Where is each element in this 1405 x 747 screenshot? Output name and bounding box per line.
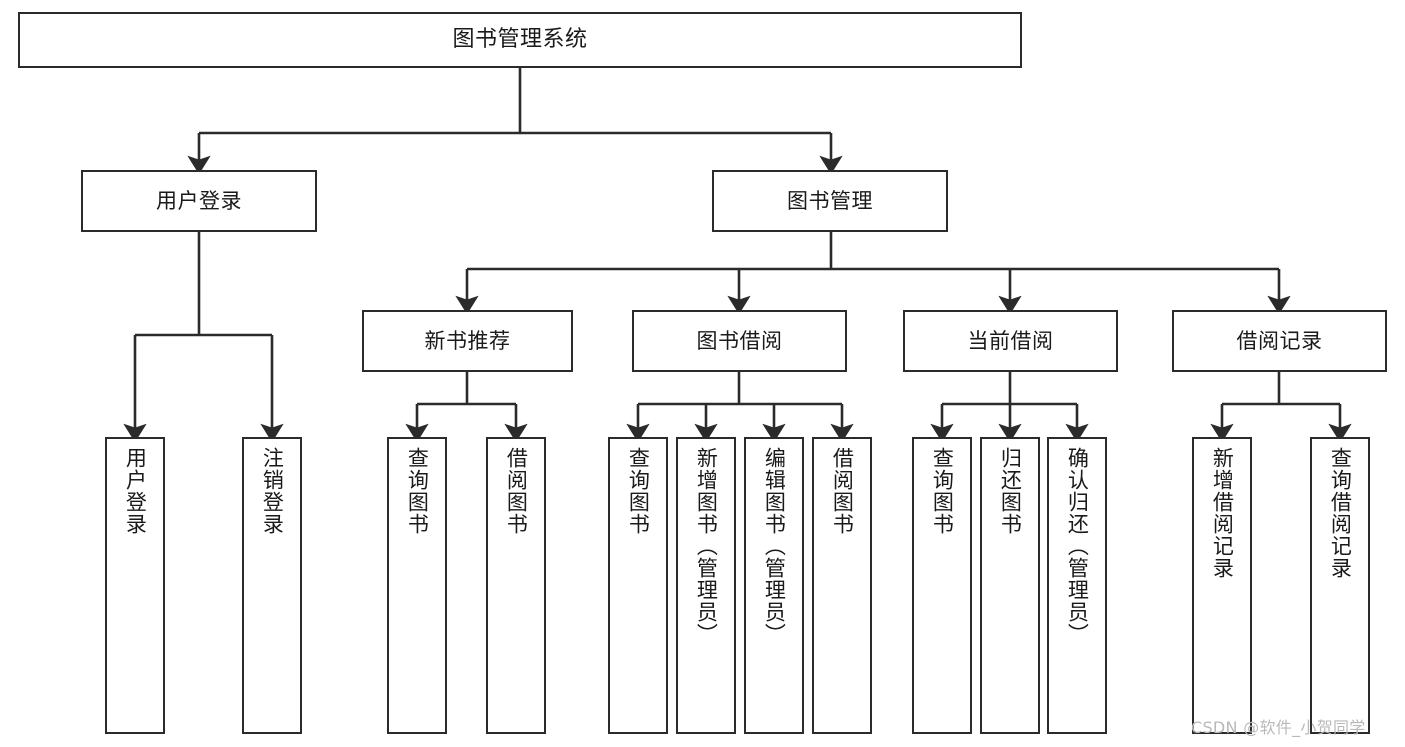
leaf-book-borrow-add-book-admin[interactable]: 新增图书（管理员） <box>676 437 736 734</box>
node-label: 图书管理系统 <box>452 27 588 53</box>
node-new-book-recommend[interactable]: 新书推荐 <box>362 310 573 372</box>
node-user-login[interactable]: 用户登录 <box>81 170 317 232</box>
node-label: 新增借阅记录 <box>1210 447 1235 579</box>
leaf-current-borrow-query-book[interactable]: 查询图书 <box>912 437 972 734</box>
node-borrow-record[interactable]: 借阅记录 <box>1172 310 1387 372</box>
node-book-management[interactable]: 图书管理 <box>712 170 948 232</box>
leaf-new-book-query-book[interactable]: 查询图书 <box>387 437 447 734</box>
leaf-current-borrow-confirm-return-admin[interactable]: 确认归还（管理员） <box>1047 437 1107 734</box>
node-label: 查询借阅记录 <box>1328 447 1353 579</box>
node-current-borrow[interactable]: 当前借阅 <box>903 310 1118 372</box>
watermark-csdn: CSDN @软件_小贺同学 <box>1191 718 1366 737</box>
node-book-borrow[interactable]: 图书借阅 <box>632 310 847 372</box>
leaf-new-book-borrow-book[interactable]: 借阅图书 <box>486 437 546 734</box>
node-label: 当前借阅 <box>967 328 1054 353</box>
leaf-book-borrow-borrow-book[interactable]: 借阅图书 <box>812 437 872 734</box>
node-label: 借阅图书 <box>504 447 529 535</box>
node-label: 编辑图书（管理员） <box>762 447 787 645</box>
node-label: 借阅图书 <box>830 447 855 535</box>
node-label: 查询图书 <box>405 447 430 535</box>
leaf-book-borrow-edit-book-admin[interactable]: 编辑图书（管理员） <box>744 437 804 734</box>
node-label: 用户登录 <box>123 447 148 535</box>
node-label: 查询图书 <box>930 447 955 535</box>
node-label: 用户登录 <box>156 188 242 213</box>
node-label: 新书推荐 <box>424 328 511 353</box>
node-label: 图书管理 <box>787 188 873 213</box>
leaf-borrow-record-add-record[interactable]: 新增借阅记录 <box>1192 437 1252 734</box>
node-label: 查询图书 <box>626 447 651 535</box>
leaf-book-borrow-query-book[interactable]: 查询图书 <box>608 437 668 734</box>
node-label: 注销登录 <box>260 447 285 535</box>
node-label: 借阅记录 <box>1236 328 1323 353</box>
node-label: 图书借阅 <box>696 328 783 353</box>
leaf-user-login-login[interactable]: 用户登录 <box>105 437 165 734</box>
node-label: 新增图书（管理员） <box>694 447 719 645</box>
leaf-current-borrow-return-book[interactable]: 归还图书 <box>980 437 1040 734</box>
node-root-book-management-system[interactable]: 图书管理系统 <box>18 12 1022 68</box>
node-label: 确认归还（管理员） <box>1065 447 1090 645</box>
leaf-borrow-record-query-record[interactable]: 查询借阅记录 <box>1310 437 1370 734</box>
leaf-user-login-logout[interactable]: 注销登录 <box>242 437 302 734</box>
node-label: 归还图书 <box>998 447 1023 535</box>
